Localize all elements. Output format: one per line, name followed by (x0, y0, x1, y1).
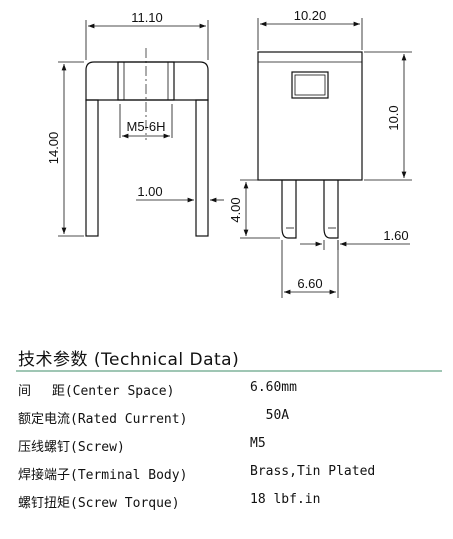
section-divider (16, 370, 442, 372)
spec-label: 额定电流(Rated Current) (18, 412, 188, 427)
spec-label: 间 距(Center Space) (18, 384, 175, 399)
spec-value: 6.60mm (250, 380, 297, 395)
dim-pin-pitch: 6.60 (297, 276, 322, 291)
front-view: 11.10 14.00 M5-6H 1.00 (46, 10, 224, 237)
side-view: 10.20 10.0 4.00 1.60 6.60 (228, 8, 412, 298)
dim-top-width: 11.10 (131, 10, 163, 25)
spec-value: Brass,Tin Plated (250, 464, 376, 479)
dim-side-width: 10.20 (294, 8, 327, 23)
spec-value: 18 lbf.in (250, 492, 321, 507)
dim-body-height: 10.0 (386, 105, 401, 130)
tech-data-title: 技术参数 (Technical Data) (18, 350, 240, 370)
spec-value: 50A (250, 408, 290, 423)
dim-wall: 1.00 (137, 184, 162, 199)
spec-label: 压线螺钉(Screw) (18, 440, 125, 455)
dim-pin-length: 4.00 (228, 197, 243, 222)
spec-label: 焊接端子(Terminal Body) (18, 468, 188, 483)
dim-pin-width: 1.60 (383, 228, 408, 243)
dim-height: 14.00 (46, 132, 61, 165)
spec-value: M5 (250, 436, 266, 451)
technical-drawing: 11.10 14.00 M5-6H 1.00 10.20 (46, 8, 412, 298)
dim-thread: M5-6H (126, 119, 165, 134)
spec-label: 螺钉扭矩(Screw Torque) (18, 496, 180, 511)
